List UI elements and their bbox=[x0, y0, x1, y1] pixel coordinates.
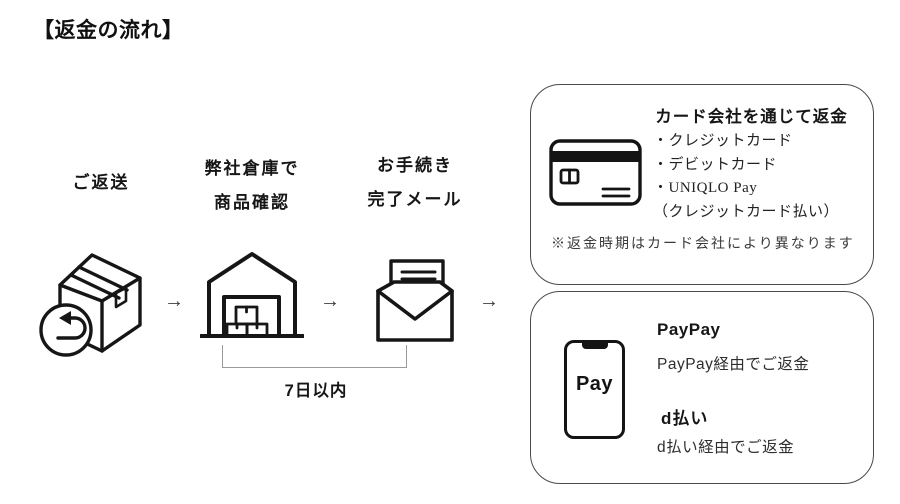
paypay-title: PayPay bbox=[657, 320, 721, 339]
card-refund-title: カード会社を通じて返金 bbox=[655, 108, 848, 126]
card-method-list: ・クレジットカード ・デビットカード ・UNIQLO Pay （クレジットカード… bbox=[653, 130, 863, 224]
step-label-mail-line1: お手続き bbox=[377, 156, 453, 175]
step-label-mail: お手続き 完了メール bbox=[353, 149, 477, 217]
flow-arrow-2: → bbox=[320, 290, 340, 312]
step-label-warehouse: 弊社倉庫で 商品確認 bbox=[190, 152, 314, 220]
card-method-uniqlo-pay: ・UNIQLO Pay bbox=[653, 180, 758, 196]
duration-bracket bbox=[222, 345, 407, 368]
phone-pay-label: Pay bbox=[575, 373, 614, 395]
mail-icon bbox=[374, 258, 456, 344]
paypay-desc: PayPay経由でご返金 bbox=[657, 356, 810, 373]
smartphone-pay-icon: Pay bbox=[564, 340, 625, 439]
step-label-return-line1: ご返送 bbox=[72, 173, 130, 192]
card-method-credit: ・クレジットカード bbox=[653, 133, 793, 149]
step-label-warehouse-line2: 商品確認 bbox=[214, 193, 290, 212]
dbarai-desc: d払い経由でご返金 bbox=[657, 439, 795, 456]
credit-card-icon bbox=[549, 139, 643, 207]
warehouse-icon bbox=[199, 250, 305, 340]
flow-arrow-3: → bbox=[479, 290, 499, 312]
card-refund-note: ※返金時期はカード会社により異なります bbox=[551, 237, 855, 252]
flow-arrow-1: → bbox=[164, 290, 184, 312]
step-label-warehouse-line1: 弊社倉庫で bbox=[204, 159, 300, 178]
duration-label: 7日以内 bbox=[284, 382, 348, 400]
card-method-uniqlo-pay-note: （クレジットカード払い） bbox=[653, 203, 840, 220]
step-label-mail-line2: 完了メール bbox=[367, 190, 463, 209]
dbarai-title: d払い bbox=[661, 409, 709, 428]
card-method-debit: ・デビットカード bbox=[653, 156, 778, 173]
phone-notch bbox=[581, 342, 608, 349]
step-label-return: ご返送 bbox=[40, 166, 162, 200]
card-refund-panel: カード会社を通じて返金 ・クレジットカード ・デビットカード ・UNIQLO P… bbox=[530, 84, 874, 285]
return-package-icon bbox=[38, 250, 145, 362]
page-title: 【返金の流れ】 bbox=[33, 19, 184, 42]
wallet-refund-panel: Pay PayPay PayPay経由でご返金 d払い d払い経由でご返金 bbox=[530, 291, 874, 484]
